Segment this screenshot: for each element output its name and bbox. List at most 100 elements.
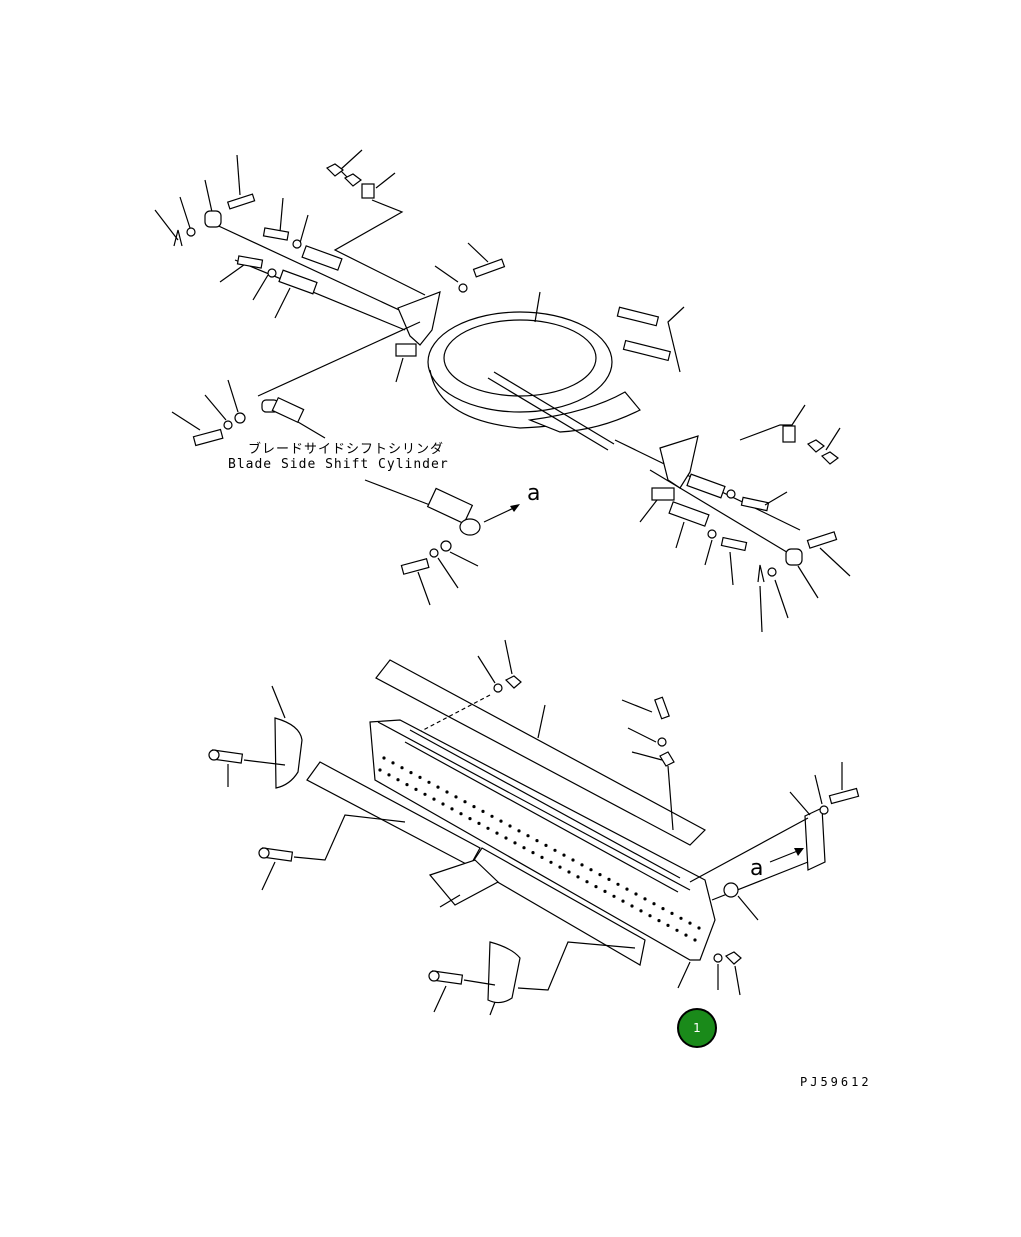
- bolt-hole: [571, 858, 575, 862]
- leader-line: [243, 759, 286, 766]
- cutting-edge: [469, 847, 646, 966]
- bolt-hole: [661, 907, 665, 911]
- cutting-edge: [306, 761, 481, 867]
- leader-line: [774, 579, 789, 619]
- bolt-hole: [589, 868, 593, 872]
- leader-line: [764, 491, 788, 506]
- bolt-hole: [553, 848, 557, 852]
- leader-line: [675, 521, 685, 549]
- bolt: [400, 558, 430, 575]
- blade-edge: [377, 721, 691, 891]
- bolt-hole: [522, 846, 526, 850]
- bolt-hole: [549, 860, 553, 864]
- leader-line: [621, 699, 653, 713]
- leader-line: [154, 209, 179, 241]
- bolt-hole: [400, 766, 404, 770]
- leader-line: [293, 814, 406, 861]
- bolt-hole: [612, 894, 616, 898]
- bolt-hole: [418, 775, 422, 780]
- bolt-hole: [621, 899, 625, 903]
- blade-rib: [404, 741, 679, 893]
- cutting-edge-label-box: [428, 859, 500, 906]
- bolt-long: [616, 306, 660, 327]
- bolt-hole: [639, 909, 643, 913]
- leader-line: [227, 379, 239, 413]
- bolt-hole: [616, 882, 620, 886]
- nut: [343, 173, 362, 187]
- leader-line: [171, 411, 201, 431]
- blade-rib: [409, 729, 681, 879]
- cylinder-label-en: Blade Side Shift Cylinder: [228, 457, 449, 472]
- bolt-hole: [531, 851, 535, 855]
- plow-bolt-head: [258, 847, 270, 859]
- arrow-head: [794, 848, 804, 856]
- bolt-hole: [436, 785, 440, 789]
- leader-line: [179, 196, 191, 229]
- bolt-hole: [576, 875, 580, 879]
- bolt-hole: [472, 805, 476, 809]
- cylinder-rod: [364, 479, 431, 506]
- leader-line: [677, 961, 691, 989]
- bolt-hole: [499, 819, 503, 823]
- bolt: [262, 227, 290, 241]
- washer: [234, 412, 246, 424]
- leader-line: [437, 557, 459, 589]
- nut: [325, 163, 344, 177]
- bolt-hole: [414, 787, 418, 792]
- bolt-hole: [517, 829, 521, 833]
- bolt-hole: [445, 790, 449, 794]
- axis-line: [209, 221, 426, 323]
- blade-holes: [378, 756, 701, 942]
- bolt-hole: [405, 783, 409, 787]
- bolt-hole: [625, 887, 629, 891]
- bolt-hole: [481, 809, 485, 814]
- shim-plate: [278, 269, 318, 295]
- cotter-pin: [757, 564, 765, 583]
- cylinder-barrel: [426, 487, 474, 525]
- bolt-hole: [441, 802, 445, 806]
- leader-line: [252, 274, 269, 301]
- leader-line: [375, 172, 396, 189]
- bolt-hole: [643, 897, 647, 901]
- bolt-hole: [562, 853, 566, 857]
- leader-line: [449, 551, 479, 567]
- leader-line: [814, 774, 823, 805]
- leader-line: [739, 404, 806, 441]
- leader-line: [467, 242, 489, 263]
- cylinder-eye: [459, 518, 481, 536]
- axis-line: [234, 259, 406, 331]
- leader-line: [534, 291, 541, 323]
- leader-line: [704, 539, 713, 566]
- leader-line: [819, 547, 851, 577]
- bolt: [472, 258, 506, 278]
- bushing: [204, 210, 222, 228]
- pin-bolt: [226, 193, 256, 210]
- leader-line: [261, 861, 276, 891]
- bolt-hole: [666, 923, 670, 928]
- block: [782, 425, 796, 443]
- bolt-hole: [504, 836, 508, 840]
- bolt-hole: [558, 865, 562, 869]
- bolt-hole: [486, 826, 490, 830]
- bolt-hole: [607, 877, 611, 882]
- bolt-hole: [513, 841, 517, 845]
- leader-line: [271, 685, 286, 719]
- leader-line: [434, 265, 459, 283]
- leader-line: [689, 817, 809, 883]
- leader-line: [274, 287, 291, 319]
- washer: [458, 283, 468, 293]
- slide-block: [651, 487, 675, 501]
- bolt-long: [622, 339, 672, 362]
- bolt-hole: [423, 792, 427, 796]
- bolt-hole: [391, 761, 395, 765]
- callout-badge[interactable]: 1: [677, 1008, 717, 1048]
- cylinder-body: [271, 396, 305, 424]
- plow-bolt-head: [428, 970, 440, 982]
- bolt-hole: [459, 812, 463, 816]
- bolt-hole: [409, 771, 413, 775]
- bolt-hole: [477, 821, 481, 826]
- bolt-hole: [594, 885, 598, 889]
- bushing: [785, 548, 803, 566]
- washer: [713, 953, 723, 963]
